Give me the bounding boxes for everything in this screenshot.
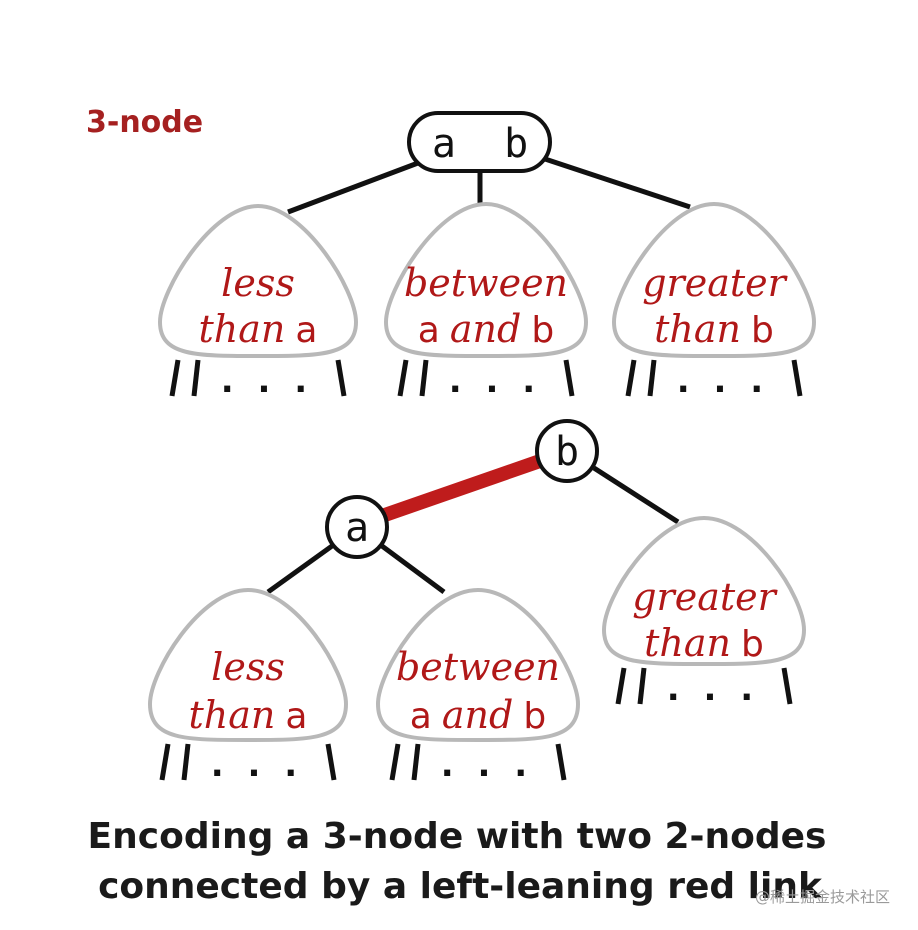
subtree-outline	[611, 201, 817, 359]
subtree-word: than	[189, 693, 276, 737]
child-link	[563, 359, 575, 397]
subtree-outline	[157, 203, 359, 359]
child-link	[325, 743, 337, 781]
three-node-keys: a b	[432, 121, 528, 167]
child-link	[181, 743, 191, 781]
node-b-label: b	[555, 429, 579, 475]
ellipsis: . . .	[211, 745, 303, 785]
subtree-line1: between	[404, 261, 568, 305]
watermark: @稀土掘金技术社区	[755, 888, 890, 906]
three-node-label: 3-node	[86, 105, 203, 140]
subtree-var: a	[295, 310, 317, 351]
child-link	[637, 667, 647, 705]
child-link	[791, 359, 803, 397]
child-link	[397, 359, 409, 397]
child-link	[411, 743, 421, 781]
ellipsis: . . .	[441, 745, 533, 785]
ellipsis: . . .	[667, 669, 759, 709]
subtree-var: a	[410, 696, 432, 737]
subtree-word: and	[442, 693, 513, 737]
subtree-var: b	[523, 696, 546, 737]
top-link-left	[287, 160, 419, 215]
subtree-line1: greater	[632, 575, 778, 619]
subtree-var: a	[285, 696, 307, 737]
link-a-left	[266, 543, 334, 595]
subtree-outline	[147, 587, 349, 742]
child-link	[159, 743, 171, 781]
child-link	[615, 667, 627, 705]
ellipsis: . . .	[677, 361, 769, 401]
subtree-var: a	[418, 310, 440, 351]
child-link	[647, 359, 657, 397]
red-link	[379, 454, 543, 523]
subtree-var: b	[751, 310, 774, 351]
child-link	[419, 359, 429, 397]
child-link	[335, 359, 347, 397]
subtree-outline	[601, 515, 807, 666]
child-link	[191, 359, 201, 397]
node-a	[325, 495, 389, 559]
subtree-word: than	[199, 307, 286, 351]
ellipsis: . . .	[449, 361, 541, 401]
subtree-line1: less	[211, 645, 285, 689]
node-b	[535, 419, 599, 483]
child-link	[625, 359, 637, 397]
subtree-word: and	[450, 307, 521, 351]
subtree-line1: between	[396, 645, 560, 689]
link-a-right	[380, 543, 446, 595]
link-b-right	[592, 465, 680, 525]
three-node-box	[407, 111, 552, 173]
caption-line1: Encoding a 3-node with two 2-nodes	[88, 816, 827, 857]
subtree-outline	[383, 201, 589, 359]
caption-line2: connected by a left-leaning red link	[98, 866, 823, 907]
child-link	[555, 743, 567, 781]
top-link-right	[541, 155, 691, 210]
child-link	[169, 359, 181, 397]
subtree-line1: greater	[642, 261, 788, 305]
ellipsis: . . .	[221, 361, 313, 401]
subtree-word: than	[644, 621, 731, 665]
child-link	[781, 667, 793, 705]
subtree-var: b	[531, 310, 554, 351]
subtree-word: than	[654, 307, 741, 351]
subtree-var: b	[741, 624, 764, 665]
subtree-outline	[375, 587, 581, 742]
child-link	[389, 743, 401, 781]
node-a-label: a	[345, 505, 369, 551]
subtree-line1: less	[221, 261, 295, 305]
